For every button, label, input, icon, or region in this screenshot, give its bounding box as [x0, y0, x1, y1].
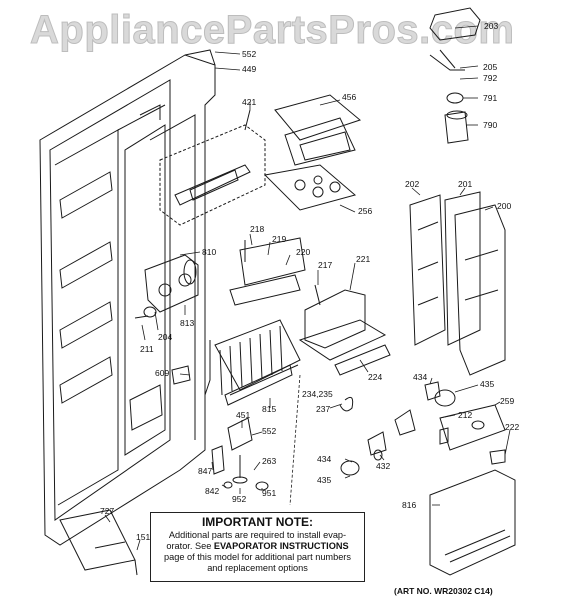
note-line-2: orator. See EVAPORATOR INSTRUCTIONS	[155, 541, 360, 552]
part-256-gasket	[263, 164, 357, 211]
label-810: 810	[202, 247, 216, 257]
label-205: 205	[483, 62, 497, 72]
label-790: 790	[483, 120, 497, 130]
watermark: AppliancePartsPros.com	[30, 8, 515, 53]
label-212: 212	[458, 410, 472, 420]
label-435-upper: 435	[480, 379, 494, 389]
label-219: 219	[272, 234, 286, 244]
label-234-235: 234,235	[302, 389, 333, 399]
label-813: 813	[180, 318, 194, 328]
part-816-cover	[429, 469, 516, 576]
leader-lines	[104, 25, 511, 551]
part-222	[489, 449, 506, 465]
label-256: 256	[358, 206, 372, 216]
art-number: (ART NO. WR20302 C14)	[394, 586, 493, 596]
label-222: 222	[505, 422, 519, 432]
part-810-fan	[134, 254, 199, 319]
label-200: 200	[497, 201, 511, 211]
label-221: 221	[356, 254, 370, 264]
note-line-3: page of this model for additional part n…	[164, 552, 351, 562]
part-221-housing	[298, 284, 391, 376]
label-847: 847	[198, 466, 212, 476]
label-432: 432	[376, 461, 390, 471]
label-224: 224	[368, 372, 382, 382]
label-951: 951	[262, 488, 276, 498]
label-815: 815	[262, 404, 276, 414]
label-456: 456	[342, 92, 356, 102]
label-434-lower: 434	[317, 454, 331, 464]
part-432-socket	[340, 409, 416, 476]
part-201-panel	[444, 191, 481, 346]
note-line-2-prefix: orator. See	[166, 541, 214, 551]
part-200-cover	[454, 204, 506, 376]
label-552: 552	[242, 49, 256, 59]
part-220-shroud	[229, 237, 306, 306]
label-201: 201	[458, 179, 472, 189]
dashed-guides	[204, 300, 301, 506]
label-217: 217	[318, 260, 332, 270]
label-204: 204	[158, 332, 172, 342]
label-421: 421	[242, 97, 256, 107]
label-842: 842	[205, 486, 219, 496]
label-952: 952	[232, 494, 246, 504]
part-451-hinge	[211, 417, 269, 491]
label-609: 609	[155, 368, 169, 378]
label-816: 816	[402, 500, 416, 510]
label-792: 792	[483, 73, 497, 83]
label-727: 727	[100, 506, 114, 516]
label-151: 151	[136, 532, 150, 542]
part-456-cover	[274, 94, 362, 166]
part-727-kickplate	[59, 509, 138, 576]
label-203: 203	[484, 21, 498, 31]
cabinet-liner	[39, 49, 216, 546]
part-435-bulb	[424, 381, 456, 407]
part-421-assembly	[159, 109, 266, 226]
part-259-shield	[439, 404, 506, 451]
part-237-clip	[339, 396, 354, 412]
label-263: 263	[262, 456, 276, 466]
part-609	[171, 365, 191, 385]
label-791: 791	[483, 93, 497, 103]
part-203-module	[429, 7, 481, 144]
important-note-box: IMPORTANT NOTE: Additional parts are req…	[150, 512, 365, 582]
label-435-lower: 435	[317, 475, 331, 485]
label-237: 237	[316, 404, 330, 414]
label-259: 259	[500, 396, 514, 406]
note-line-4: and replacement options	[207, 563, 308, 573]
label-202: 202	[405, 179, 419, 189]
note-title: IMPORTANT NOTE:	[201, 515, 314, 529]
label-220: 220	[296, 247, 310, 257]
part-labels: 203 552 449 205 792 791 790 421 456 256 …	[100, 21, 519, 542]
label-434-upper: 434	[413, 372, 427, 382]
label-211: 211	[140, 344, 154, 354]
part-202-duct	[409, 194, 446, 346]
note-line-1: Additional parts are required to install…	[168, 530, 347, 540]
note-body: Additional parts are required to install…	[151, 530, 364, 574]
label-552-lower: 552	[262, 426, 276, 436]
label-451: 451	[236, 410, 250, 420]
label-449: 449	[242, 64, 256, 74]
evaporator-instructions-link-text: EVAPORATOR INSTRUCTIONS	[213, 541, 349, 551]
label-218: 218	[250, 224, 264, 234]
part-815-evaporator	[204, 319, 301, 406]
